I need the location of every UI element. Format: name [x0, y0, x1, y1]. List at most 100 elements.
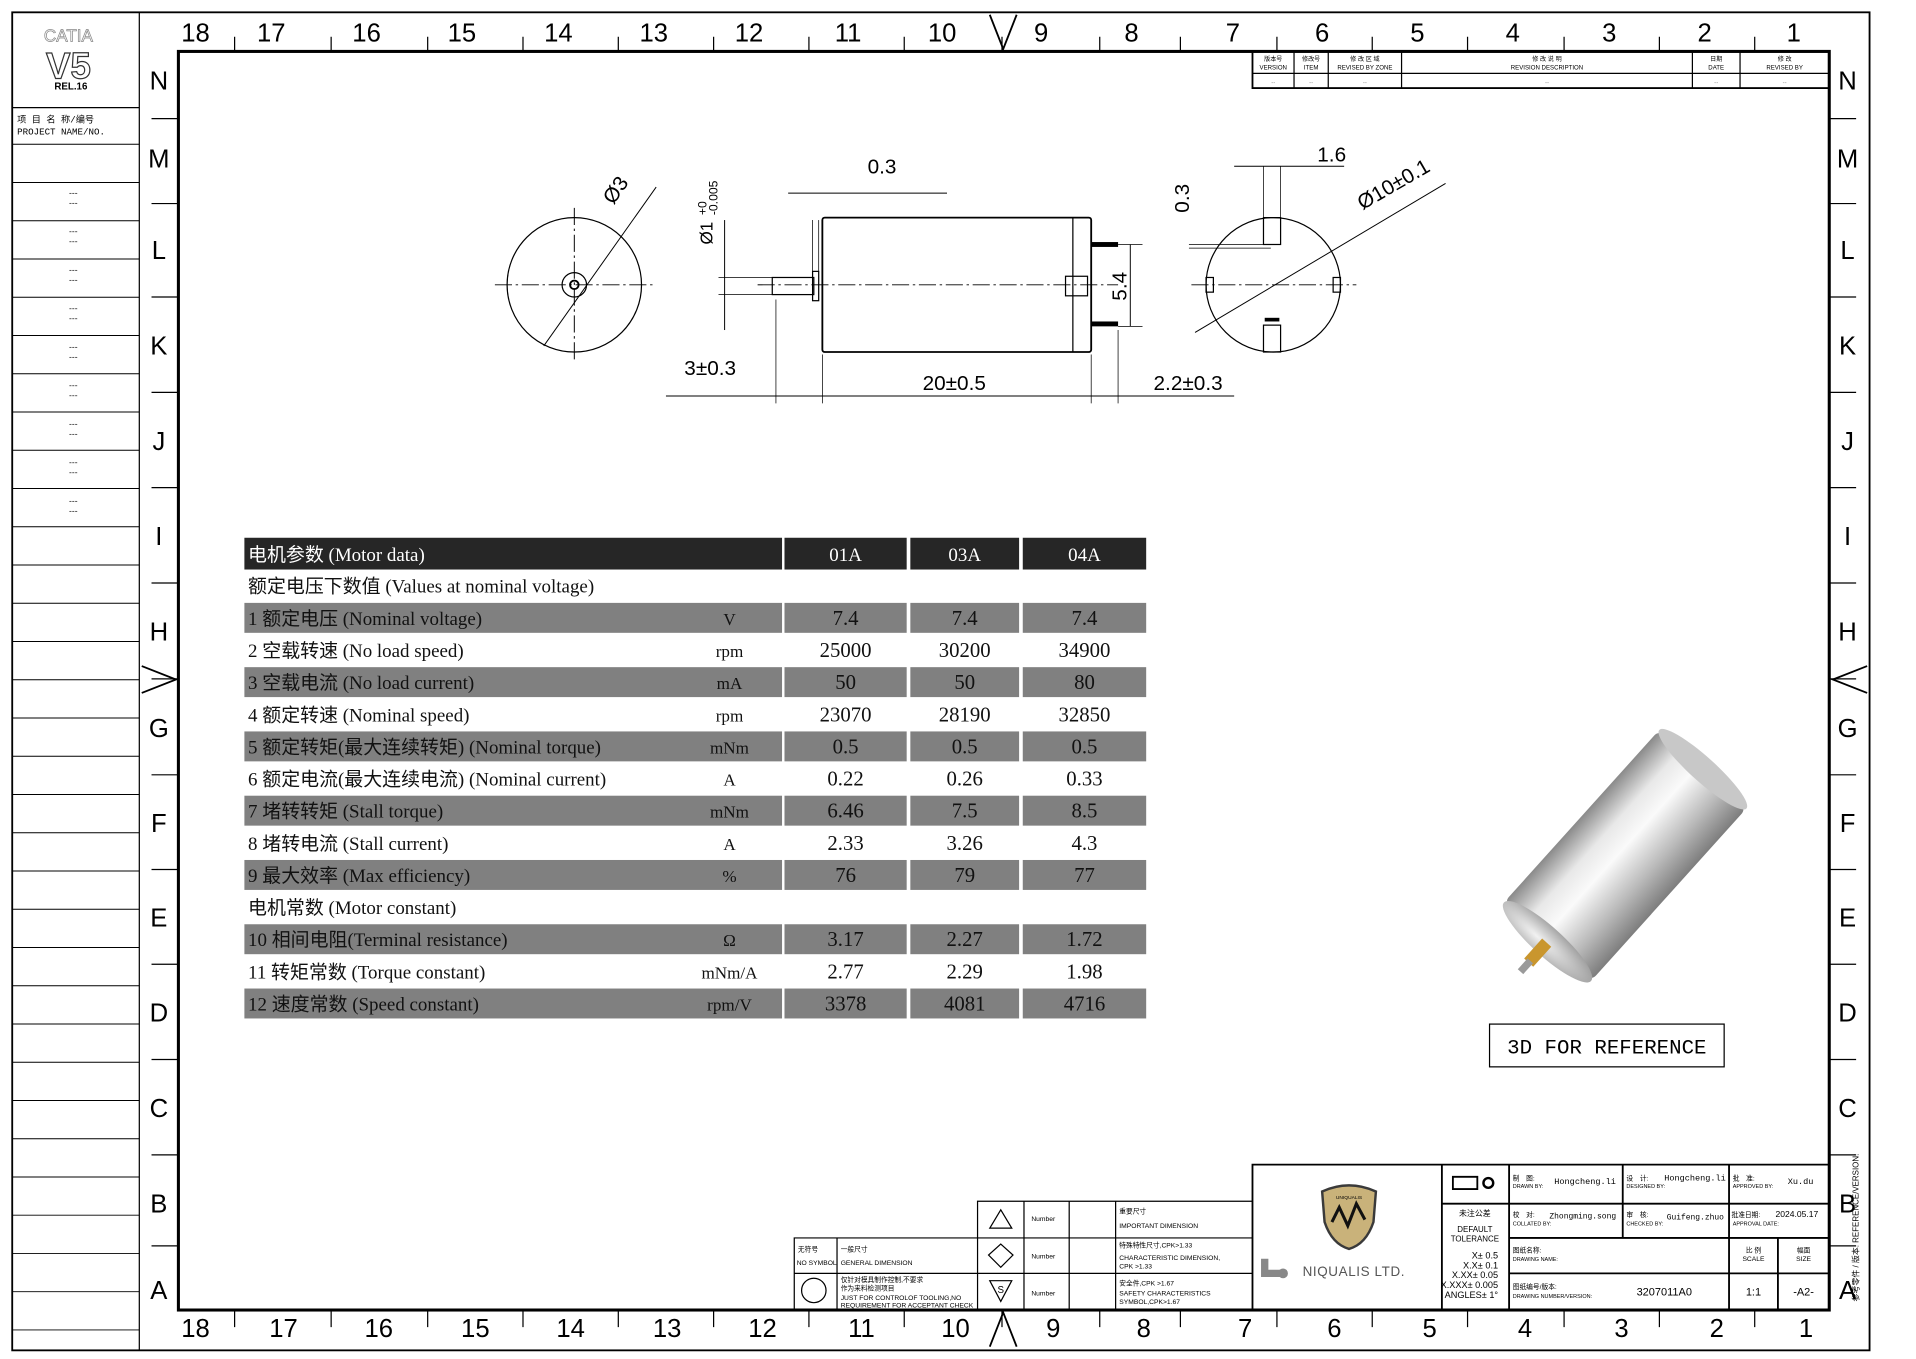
svg-text:REL.16: REL.16 — [54, 81, 88, 92]
table-row-shade — [244, 988, 783, 1019]
svg-text:CHECKED BY:: CHECKED BY: — [1626, 1222, 1663, 1228]
project-entry: --- — [69, 342, 78, 352]
column-number-bottom: 8 — [1137, 1315, 1151, 1343]
revision-header-cn: 日期 — [1710, 55, 1722, 63]
row-letter-right: C — [1838, 1095, 1857, 1123]
terminal-width-dim: 1.6 — [1317, 143, 1346, 166]
revision-header-cn: 修 改 区 域 — [1350, 55, 1379, 63]
column-number-top: 11 — [835, 20, 862, 48]
svg-text:校 对:: 校 对: — [1513, 1210, 1535, 1219]
table-row-shade — [910, 859, 1020, 890]
column-number-top: 1 — [1787, 20, 1801, 48]
size-value: -A2- — [1793, 1286, 1814, 1298]
table-row-shade — [784, 924, 907, 955]
column-number-bottom: 3 — [1614, 1315, 1628, 1343]
row-letter-right: A — [1839, 1277, 1857, 1305]
table-row-label: 8 堵转电流 (Stall current) — [248, 833, 448, 855]
table-value: 80 — [1074, 671, 1095, 694]
table-section-label: 额定电压下数值 (Values at nominal voltage) — [248, 576, 594, 598]
row-letter-right: K — [1839, 332, 1856, 360]
svg-text:-0.005: -0.005 — [706, 180, 720, 215]
project-entry: --- — [69, 274, 78, 284]
table-value: 1.72 — [1066, 928, 1102, 951]
shaft-length-dim: 3±0.3 — [684, 357, 736, 380]
table-row-shade — [1022, 859, 1147, 890]
column-number-bottom: 12 — [748, 1315, 777, 1343]
table-value: 50 — [954, 671, 975, 694]
table-value: 8.5 — [1071, 800, 1097, 823]
svg-text:CATIA: CATIA — [44, 27, 94, 46]
revision-header-en: REVISION DESCRIPTION — [1511, 65, 1583, 72]
table-row-shade — [244, 667, 783, 698]
table-unit: rpm — [716, 706, 744, 725]
revision-header-en: REVISED BY — [1766, 65, 1803, 72]
table-row-shade — [910, 795, 1020, 826]
scale-value: 1:1 — [1746, 1286, 1761, 1298]
project-entry: --- — [69, 197, 78, 207]
project-entry: --- — [69, 380, 78, 390]
table-unit: % — [722, 867, 736, 886]
project-label-cn: 项 目 名 称/编号 — [17, 113, 94, 125]
project-entry: --- — [69, 419, 78, 429]
table-value: 7.4 — [952, 607, 979, 630]
table-row-label: 12 速度常数 (Speed constant) — [248, 994, 479, 1016]
table-value: 4081 — [944, 993, 986, 1016]
svg-text:CPK >1.33: CPK >1.33 — [1119, 1263, 1152, 1270]
reference-version-label: 参考零件 / 版本: REFERENCE/VERSION: — [1851, 1154, 1861, 1302]
column-number-top: 2 — [1697, 20, 1711, 48]
table-row-label: 10 相间电阻(Terminal resistance) — [248, 929, 508, 951]
table-row-shade — [784, 988, 907, 1019]
table-row-shade — [910, 924, 1020, 955]
table-row-label: 6 额定电流(最大连续电流) (Nominal current) — [248, 769, 606, 791]
table-value: 0.22 — [827, 768, 863, 791]
table-value: 3.17 — [827, 928, 863, 951]
row-letter-left: I — [155, 523, 162, 551]
drawn-by: Hongcheng.li — [1554, 1177, 1616, 1187]
svg-text:APPROVED BY:: APPROVED BY: — [1733, 1184, 1774, 1190]
table-row-shade — [1022, 602, 1147, 633]
svg-text:V5: V5 — [46, 45, 91, 86]
svg-text:IMPORTANT DIMENSION: IMPORTANT DIMENSION — [1119, 1223, 1198, 1230]
table-value: 7.5 — [952, 800, 978, 823]
svg-text:设 计:: 设 计: — [1626, 1173, 1648, 1182]
front-diameter-dim: Ø3 — [599, 172, 634, 208]
table-row-shade — [1022, 667, 1147, 698]
tolerance-value: X± 0.5 — [1472, 1251, 1498, 1261]
svg-text:批准日期:: 批准日期: — [1731, 1210, 1760, 1219]
svg-text:特殊特性尺寸,CPK>1.33: 特殊特性尺寸,CPK>1.33 — [1119, 1241, 1192, 1250]
table-unit: A — [723, 835, 736, 854]
row-letter-left: N — [150, 67, 169, 95]
project-entry: --- — [69, 428, 78, 438]
table-row-shade — [244, 859, 783, 890]
table-row-label: 11 转矩常数 (Torque constant) — [248, 961, 485, 983]
project-entry: --- — [69, 313, 78, 323]
svg-text:JUST FOR CONTROLOF TOOLING,NO: JUST FOR CONTROLOF TOOLING,NO — [841, 1295, 962, 1302]
column-number-top: 3 — [1602, 20, 1616, 48]
table-value: 4716 — [1064, 993, 1106, 1016]
table-header-cell — [244, 537, 783, 570]
table-row-shade — [244, 731, 783, 762]
svg-text:仅针对模具制作控制,不要求: 仅针对模具制作控制,不要求 — [841, 1275, 924, 1284]
table-value: 0.33 — [1066, 768, 1102, 791]
row-letter-right: D — [1838, 1000, 1857, 1028]
svg-text:GENERAL DIMENSION: GENERAL DIMENSION — [841, 1260, 913, 1267]
table-value: 79 — [954, 864, 975, 887]
table-row-shade — [1022, 731, 1147, 762]
svg-text:制 图:: 制 图: — [1513, 1173, 1535, 1182]
column-number-bottom: 15 — [461, 1315, 490, 1343]
svg-text:Number: Number — [1031, 1290, 1056, 1297]
tolerance-value: X.X± 0.1 — [1463, 1260, 1498, 1270]
table-row-shade — [784, 795, 907, 826]
revision-value: -- — [1783, 79, 1787, 86]
designed-by: Hongcheng.li — [1664, 1173, 1726, 1183]
table-row-label: 5 额定转矩(最大连续转矩) (Nominal torque) — [248, 736, 601, 758]
svg-text:REQUIREMENT FOR ACCEPTANT CHEC: REQUIREMENT FOR ACCEPTANT CHECK — [841, 1303, 974, 1310]
body-length-dim: 20±0.5 — [923, 372, 986, 395]
table-value: 2.29 — [947, 960, 983, 983]
table-row-shade — [910, 667, 1020, 698]
column-number-top: 7 — [1226, 20, 1240, 48]
column-number-top: 16 — [352, 20, 381, 48]
svg-text:SIZE: SIZE — [1796, 1256, 1811, 1263]
table-value: 7.4 — [833, 607, 860, 630]
